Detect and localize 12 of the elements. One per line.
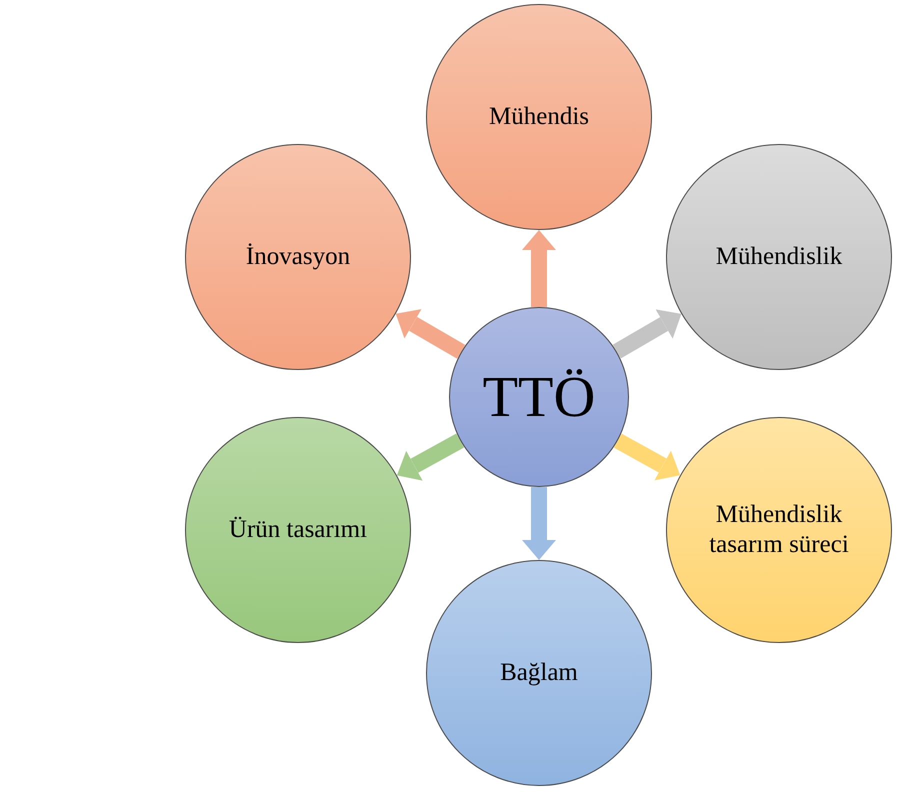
node-label: Bağlam <box>500 658 578 688</box>
block-arrow <box>522 487 556 560</box>
node-label: Mühendis <box>489 102 589 132</box>
block-arrow <box>614 434 680 480</box>
node-label: Mühendislik <box>716 242 842 272</box>
block-arrow <box>396 309 466 359</box>
node-label: İnovasyon <box>246 242 350 272</box>
block-arrow <box>612 309 682 359</box>
block-arrow <box>522 230 556 307</box>
node-label: TTÖ <box>482 363 596 432</box>
node-label: Mühendislik tasarım süreci <box>708 500 850 560</box>
node-label: Ürün tasarımı <box>228 515 368 545</box>
